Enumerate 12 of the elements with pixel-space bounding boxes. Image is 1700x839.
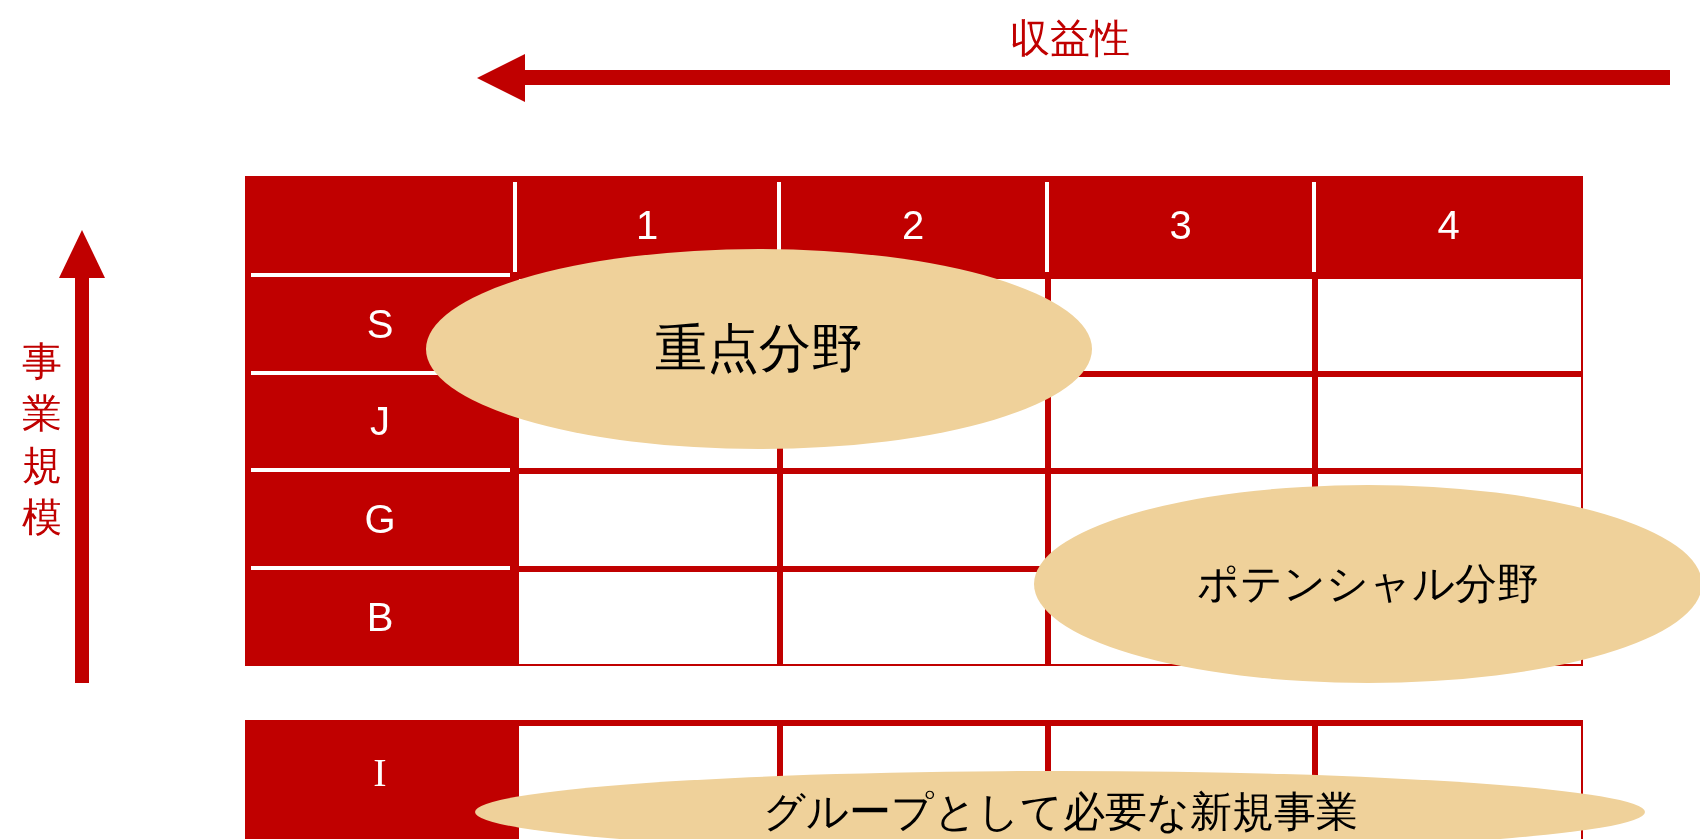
- row-header: G: [363, 495, 397, 543]
- row-header: B: [365, 593, 395, 641]
- row-header: S: [365, 300, 395, 348]
- row-header: J: [369, 398, 391, 445]
- column-header: 1: [634, 202, 660, 249]
- row-header: I: [372, 748, 388, 797]
- axis-label: 収益性: [1009, 13, 1131, 63]
- column-header: 4: [1436, 202, 1461, 249]
- column-header: 2: [900, 202, 926, 249]
- column-header: 3: [1168, 202, 1193, 249]
- axis-label: 事業規模: [21, 337, 63, 542]
- field-ellipse: ポテンシャル分野: [1034, 485, 1700, 683]
